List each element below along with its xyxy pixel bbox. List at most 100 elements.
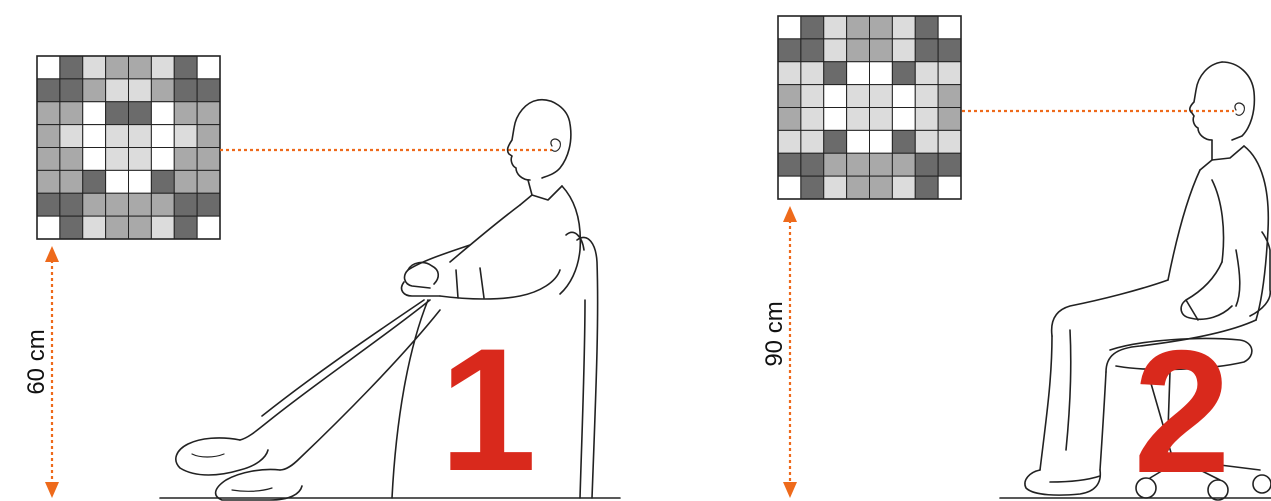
pattern-cell [891, 84, 916, 109]
pattern-cell [196, 124, 221, 149]
pattern-cell [59, 55, 84, 80]
pattern-cell [82, 169, 107, 194]
pattern-cell [173, 147, 198, 171]
pattern-cell [846, 175, 871, 200]
pattern-cell [937, 84, 962, 109]
pattern-cell [823, 107, 848, 131]
scene-2-pattern-chart [777, 15, 962, 200]
scene-2-height-arrow [783, 206, 797, 498]
pattern-cell [128, 124, 152, 149]
scene-1-pattern-chart [36, 55, 221, 240]
scene-1-reclined-viewing: 60 cm [23, 55, 621, 501]
pattern-cell [891, 175, 916, 200]
scene-1-height-label: 60 cm [23, 329, 50, 394]
pattern-cell [891, 61, 916, 86]
pattern-cell [196, 55, 221, 80]
pattern-cell [777, 175, 802, 200]
pattern-cell [937, 175, 962, 200]
pattern-cell [869, 84, 893, 109]
pattern-cell [937, 129, 962, 154]
pattern-cell [82, 215, 107, 240]
pattern-cell [846, 107, 871, 131]
pattern-cell [869, 38, 893, 63]
pattern-cell [869, 61, 893, 86]
pattern-cell [82, 192, 107, 217]
pattern-cell [869, 107, 893, 131]
pattern-cell [196, 101, 221, 126]
pattern-cell [173, 169, 198, 194]
pattern-cell [777, 15, 802, 40]
pattern-cell [846, 15, 871, 40]
pattern-cell [914, 129, 939, 154]
pattern-cell [128, 169, 152, 194]
pattern-cell [36, 215, 61, 240]
pattern-cell [173, 78, 198, 103]
pattern-cell [823, 175, 848, 200]
scene-2-seated-person [999, 61, 1271, 501]
pattern-cell [36, 192, 61, 217]
pattern-cell [59, 215, 84, 240]
pattern-cell [105, 124, 130, 149]
pattern-cell [59, 169, 84, 194]
pattern-cell [196, 215, 221, 240]
pattern-cell [914, 61, 939, 86]
pattern-cell [105, 78, 130, 103]
pattern-cell [105, 147, 130, 171]
pattern-cell [173, 55, 198, 80]
pattern-cell [150, 147, 175, 171]
pattern-cell [173, 192, 198, 217]
pattern-cell [800, 152, 825, 177]
pattern-cell [914, 107, 939, 131]
pattern-cell [128, 101, 152, 126]
pattern-cell [869, 15, 893, 40]
pattern-cell [800, 129, 825, 154]
pattern-cell [128, 215, 152, 240]
pattern-cell [82, 55, 107, 80]
pattern-cell [82, 147, 107, 171]
pattern-cell [128, 192, 152, 217]
pattern-cell [914, 38, 939, 63]
pattern-cell [36, 169, 61, 194]
scene-2-upright-viewing: 90 cm [761, 15, 1271, 501]
pattern-cell [128, 78, 152, 103]
pattern-cell [823, 152, 848, 177]
pattern-cell [128, 55, 152, 80]
pattern-cell [800, 84, 825, 109]
pattern-cell [59, 124, 84, 149]
pattern-cell [869, 152, 893, 177]
pattern-cell [173, 124, 198, 149]
pattern-cell [105, 192, 130, 217]
pattern-cell [914, 15, 939, 40]
pattern-cell [36, 124, 61, 149]
pattern-cell [937, 15, 962, 40]
pattern-cell [105, 55, 130, 80]
pattern-cell [196, 169, 221, 194]
pattern-cell [36, 78, 61, 103]
pattern-cell [777, 38, 802, 63]
pattern-cell [937, 107, 962, 131]
pattern-cell [59, 192, 84, 217]
pattern-cell [36, 101, 61, 126]
pattern-cell [800, 175, 825, 200]
pattern-cell [196, 147, 221, 171]
pattern-cell [150, 78, 175, 103]
pattern-cell [777, 61, 802, 86]
pattern-cell [150, 55, 175, 80]
pattern-cell [846, 84, 871, 109]
scene-1-reclining-person [159, 99, 621, 501]
pattern-cell [914, 175, 939, 200]
pattern-cell [105, 215, 130, 240]
pattern-cell [36, 147, 61, 171]
pattern-cell [891, 129, 916, 154]
pattern-cell [846, 61, 871, 86]
pattern-cell [891, 15, 916, 40]
pattern-cell [128, 147, 152, 171]
pattern-cell [59, 101, 84, 126]
pattern-cell [846, 152, 871, 177]
pattern-cell [777, 129, 802, 154]
pattern-cell [800, 107, 825, 131]
pattern-cell [59, 147, 84, 171]
pattern-chart-frame [777, 15, 962, 200]
pattern-cell [59, 78, 84, 103]
